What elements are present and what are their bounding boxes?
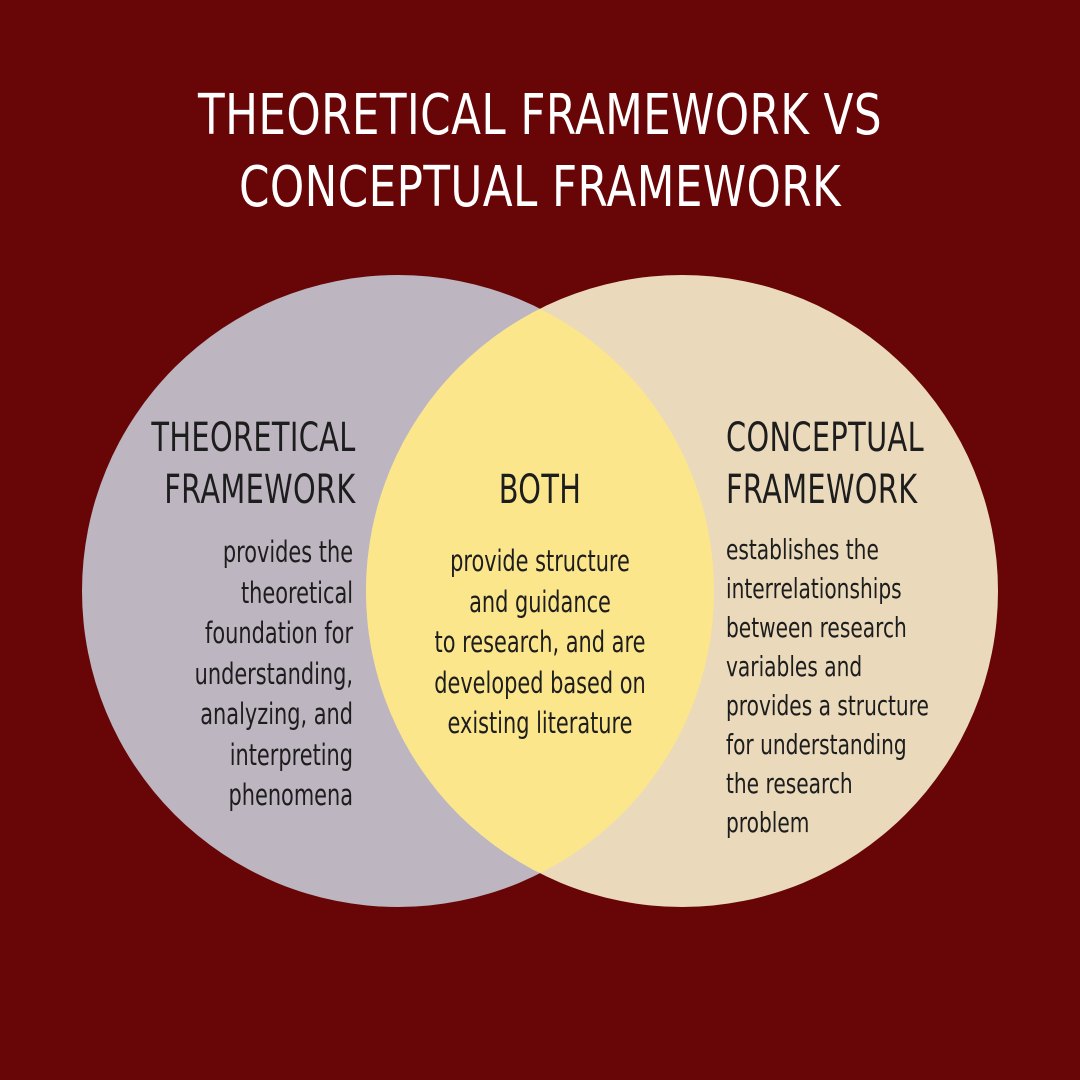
right-desc-line: establishes the [726,533,879,566]
right-desc-line: problem [726,806,810,839]
both-heading-text: BOTH [498,467,582,513]
right-desc-line: provides a structure [726,689,929,722]
right-desc-line: between research [726,611,907,644]
title-line-1: THEORETICAL FRAMEWORK VS [198,83,882,148]
page-title: THEORETICAL FRAMEWORK VS CONCEPTUAL FRAM… [181,80,899,224]
left-desc-line: theoretical [240,575,353,610]
right-desc-line: for understanding [726,728,907,761]
left-desc-line: understanding, [194,656,353,691]
both-desc-line: developed based on [434,665,646,700]
right-desc-line: variables and [726,650,863,683]
right-desc-line: the research [726,767,853,800]
conceptual-framework-description: establishes the interrelationships betwe… [726,530,929,842]
left-desc-line: provides the [222,535,353,569]
left-desc-line: analyzing, and [200,697,353,731]
conceptual-framework-heading: CONCEPTUAL FRAMEWORK [726,412,924,516]
left-heading-line: THEORETICAL [151,415,356,461]
right-heading-line: CONCEPTUAL [726,415,925,461]
both-desc-line: existing literature [447,706,633,740]
right-desc-line: interrelationships [726,572,902,605]
theoretical-framework-description: provides the theoretical foundation for … [195,532,353,816]
both-description: provide structure and guidance to resear… [396,541,684,744]
both-heading: BOTH [432,464,648,516]
theoretical-framework-heading: THEORETICAL FRAMEWORK [152,412,356,516]
left-heading-line: FRAMEWORK [164,467,356,513]
left-desc-line: interpreting [229,737,353,772]
both-desc-line: provide structure [450,544,630,578]
left-desc-line: foundation for [205,616,353,650]
title-line-2: CONCEPTUAL FRAMEWORK [239,155,841,220]
left-desc-line: phenomena [228,778,353,812]
both-desc-line: to research, and are [434,625,646,659]
both-desc-line: and guidance [469,584,611,619]
right-heading-line: FRAMEWORK [726,467,918,513]
overlap-region [366,275,714,907]
